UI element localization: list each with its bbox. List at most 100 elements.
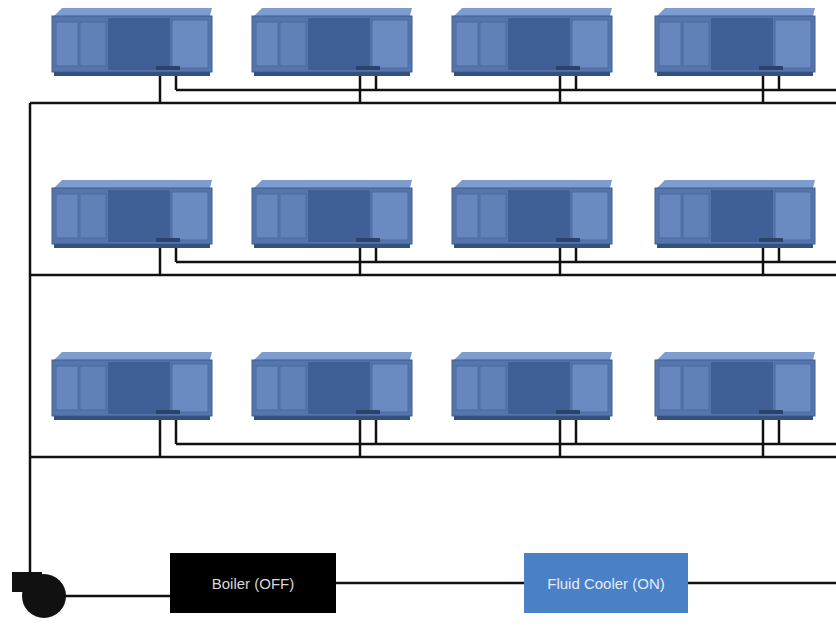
unit-dark-section bbox=[711, 18, 773, 70]
heat-pump-unit bbox=[252, 352, 412, 420]
unit-return-drop bbox=[375, 76, 378, 90]
unit-connection bbox=[556, 66, 580, 70]
unit-panel bbox=[280, 194, 306, 238]
unit-top bbox=[657, 8, 815, 16]
unit-top bbox=[254, 352, 412, 360]
heat-pump-unit bbox=[452, 180, 612, 248]
unit-dark-section bbox=[508, 362, 570, 414]
unit-connection bbox=[356, 238, 380, 242]
unit-dark-section bbox=[108, 362, 170, 414]
unit-return-drop bbox=[575, 248, 578, 262]
heat-pump-unit bbox=[452, 352, 612, 420]
unit-base bbox=[54, 416, 210, 420]
return-pipe bbox=[176, 89, 836, 92]
unit-body bbox=[655, 188, 815, 244]
equipment-label: Fluid Cooler (ON) bbox=[547, 574, 665, 593]
unit-body bbox=[452, 16, 612, 72]
pump-to-boiler-pipe bbox=[60, 595, 175, 598]
unit-dark-section bbox=[508, 18, 570, 70]
unit-connection bbox=[556, 410, 580, 414]
unit-panel bbox=[256, 194, 278, 238]
unit-connection bbox=[556, 238, 580, 242]
unit-dark-section bbox=[711, 190, 773, 242]
unit-return-drop bbox=[778, 248, 781, 262]
unit-connection bbox=[356, 410, 380, 414]
unit-dark-section bbox=[108, 190, 170, 242]
supply-pipe bbox=[30, 456, 836, 459]
unit-return-drop bbox=[375, 420, 378, 444]
unit-base bbox=[657, 244, 813, 248]
unit-dark-section bbox=[308, 190, 370, 242]
unit-panel bbox=[256, 366, 278, 410]
unit-panel bbox=[659, 22, 681, 66]
heat-pump-unit bbox=[52, 180, 212, 248]
unit-panel bbox=[280, 366, 306, 410]
unit-panel bbox=[480, 366, 506, 410]
unit-end-panel bbox=[372, 20, 408, 68]
unit-body bbox=[52, 16, 212, 72]
heat-pump-unit bbox=[252, 8, 412, 76]
unit-end-panel bbox=[572, 364, 608, 412]
unit-body bbox=[655, 360, 815, 416]
unit-return-drop bbox=[575, 76, 578, 90]
unit-panel bbox=[280, 22, 306, 66]
equipment-label: Boiler (OFF) bbox=[212, 574, 295, 593]
unit-body bbox=[52, 360, 212, 416]
pump-outlet bbox=[12, 572, 42, 592]
unit-panel bbox=[480, 22, 506, 66]
unit-top bbox=[657, 180, 815, 188]
unit-end-panel bbox=[172, 192, 208, 240]
main-supply-pipe bbox=[29, 103, 32, 575]
unit-supply-drop bbox=[559, 248, 562, 275]
unit-connection bbox=[759, 238, 783, 242]
unit-panel bbox=[80, 194, 106, 238]
unit-top bbox=[454, 352, 612, 360]
unit-panel bbox=[56, 366, 78, 410]
unit-base bbox=[454, 416, 610, 420]
equipment-box: Fluid Cooler (ON) bbox=[524, 553, 688, 613]
unit-top bbox=[454, 8, 612, 16]
supply-pipe bbox=[30, 274, 836, 277]
unit-supply-drop bbox=[762, 76, 765, 103]
unit-return-drop bbox=[575, 420, 578, 444]
unit-supply-drop bbox=[559, 420, 562, 457]
unit-panel bbox=[256, 22, 278, 66]
unit-base bbox=[54, 244, 210, 248]
unit-return-drop bbox=[175, 248, 178, 262]
pipe-connector bbox=[336, 582, 524, 585]
return-pipe bbox=[176, 443, 836, 446]
unit-dark-section bbox=[108, 18, 170, 70]
unit-top bbox=[54, 352, 212, 360]
unit-end-panel bbox=[572, 192, 608, 240]
unit-connection bbox=[156, 410, 180, 414]
unit-panel bbox=[456, 22, 478, 66]
unit-panel bbox=[659, 194, 681, 238]
unit-panel bbox=[56, 22, 78, 66]
unit-base bbox=[657, 72, 813, 76]
unit-base bbox=[454, 244, 610, 248]
unit-end-panel bbox=[172, 364, 208, 412]
unit-end-panel bbox=[372, 364, 408, 412]
unit-body bbox=[52, 188, 212, 244]
unit-connection bbox=[759, 66, 783, 70]
heat-pump-unit bbox=[452, 8, 612, 76]
unit-dark-section bbox=[711, 362, 773, 414]
unit-panel bbox=[80, 22, 106, 66]
unit-dark-section bbox=[308, 362, 370, 414]
unit-panel bbox=[683, 194, 709, 238]
unit-base bbox=[54, 72, 210, 76]
heat-pump-unit bbox=[52, 8, 212, 76]
unit-end-panel bbox=[775, 364, 811, 412]
unit-connection bbox=[759, 410, 783, 414]
supply-pipe bbox=[30, 102, 836, 105]
return-pipe bbox=[176, 261, 836, 264]
heat-pump-unit bbox=[655, 180, 815, 248]
unit-return-drop bbox=[175, 76, 178, 90]
unit-end-panel bbox=[572, 20, 608, 68]
unit-return-drop bbox=[778, 76, 781, 90]
unit-base bbox=[254, 416, 410, 420]
unit-top bbox=[454, 180, 612, 188]
heat-pump-unit bbox=[52, 352, 212, 420]
unit-body bbox=[252, 188, 412, 244]
unit-connection bbox=[356, 66, 380, 70]
